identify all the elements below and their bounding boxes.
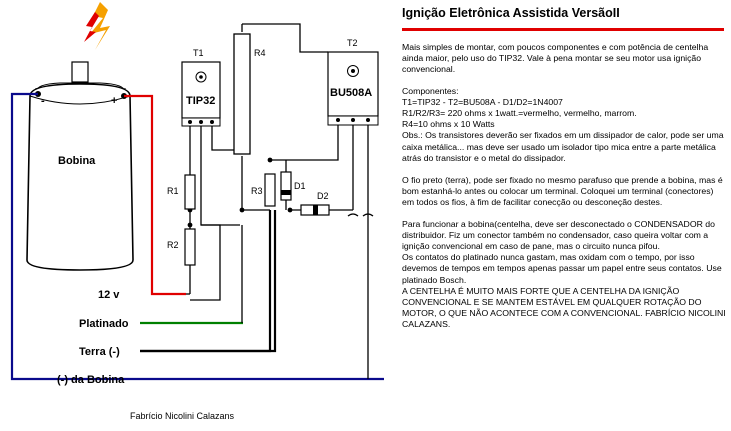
d1-label: D1 xyxy=(294,181,306,191)
t2-label: T2 xyxy=(347,38,358,48)
components-note: Obs.: Os transistores deverão ser fixado… xyxy=(402,130,724,163)
components-line: T1=TIP32 - T2=BU508A - D1/D2=1N4007 xyxy=(402,96,563,107)
paragraph-centelha: A CENTELHA É MUITO MAIS FORTE QUE A CENT… xyxy=(402,285,726,330)
transistor-t2: T2 BU508A xyxy=(327,38,379,140)
coil-plus-label: + xyxy=(111,95,117,107)
coil-label: Bobina xyxy=(58,155,96,167)
paragraph-fio-preto: O fio preto (terra), pode ser fixado no … xyxy=(402,175,723,208)
author-credit: Fabrício Nicolini Calazans xyxy=(130,411,235,421)
wire-label-terra: Terra (-) xyxy=(79,346,120,358)
bu508a-label: BU508A xyxy=(330,87,372,99)
title-underline xyxy=(402,28,724,31)
paragraph-contatos: Os contatos do platinado nunca gastam, m… xyxy=(402,252,722,285)
resistor-r4: R4 xyxy=(233,33,266,155)
spark-icon xyxy=(84,2,110,50)
r3-label: R3 xyxy=(251,186,263,196)
resistor-r2: R2 xyxy=(167,228,196,266)
intro-paragraph: Mais simples de montar, com poucos compo… xyxy=(402,42,709,75)
description-panel: Mais simples de montar, com poucos compo… xyxy=(402,42,727,331)
wire-label-12v: 12 v xyxy=(98,289,120,301)
resistor-r1: R1 xyxy=(167,174,196,210)
r4-label: R4 xyxy=(254,48,266,58)
components-block: Componentes: T1=TIP32 - T2=BU508A - D1/D… xyxy=(402,86,727,164)
tip32-label: TIP32 xyxy=(186,95,215,107)
ignition-coil: - + Bobina xyxy=(26,61,134,271)
r1-label: R1 xyxy=(167,186,179,196)
diode-d2: D2 xyxy=(300,191,330,216)
page-title: Ignição Eletrônica Assistida VersãoII xyxy=(402,6,620,20)
diode-d1: D1 xyxy=(280,160,306,210)
coil-minus-label: - xyxy=(41,95,45,107)
components-heading: Componentes: xyxy=(402,85,459,96)
r2-label: R2 xyxy=(167,240,179,250)
components-line: R1/R2/R3= 220 ohms x 1watt.=vermelho, ve… xyxy=(402,108,637,119)
components-line: R4=10 ohms x 10 Watts xyxy=(402,119,495,130)
paragraph-bobina: Para funcionar a bobina(centelha, deve s… xyxy=(402,218,715,252)
circuit-diagram: - + Bobina T1 TIP32 T2 BU508A xyxy=(10,2,384,386)
t1-label: T1 xyxy=(193,48,204,58)
transistor-t1: T1 TIP32 xyxy=(181,48,221,140)
wire-label-platinado: Platinado xyxy=(79,318,129,330)
wire-label-da-bobina: (-) da Bobina xyxy=(57,374,125,386)
resistor-r3: R3 xyxy=(251,173,276,207)
d2-label: D2 xyxy=(317,191,329,201)
